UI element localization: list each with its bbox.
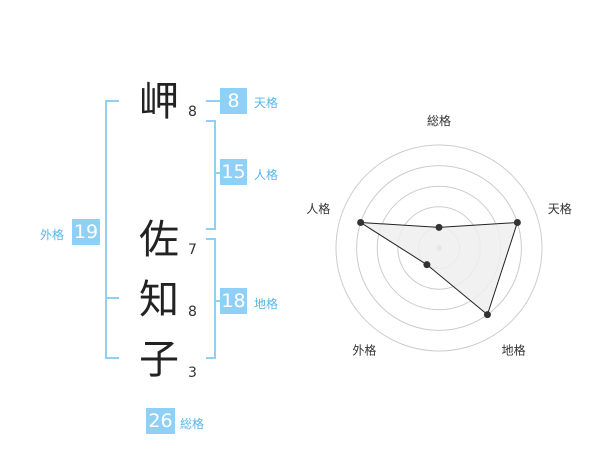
radar-point-2 — [513, 219, 521, 227]
jinkaku-bracket-vertical — [214, 120, 216, 230]
radar-series-polygon — [360, 221, 519, 316]
chikaku-bracket-bottom — [206, 357, 216, 359]
chikaku-value: 18 — [220, 288, 247, 314]
radar-point-5 — [357, 219, 365, 227]
kanji-surname-1: 岬 — [139, 79, 179, 125]
chikaku-bracket-top — [206, 238, 216, 240]
radar-point-3 — [483, 311, 491, 319]
kanji-given-2: 知 — [139, 277, 179, 323]
radar-axis-label: 天格 — [548, 201, 572, 216]
stroke-count-surname-1: 8 — [188, 104, 197, 120]
radar-grid-ring — [356, 165, 522, 331]
gaikaku-label: 外格 — [40, 228, 65, 242]
radar-axis-label: 外格 — [352, 343, 376, 358]
tenkaku-connector — [206, 100, 220, 102]
radar-point-4 — [423, 261, 431, 269]
stroke-count-given-2: 8 — [188, 304, 197, 320]
jinkaku-bracket-bottom — [206, 228, 216, 230]
gaikaku-value: 19 — [72, 219, 100, 245]
kanji-given-3: 子 — [139, 337, 179, 383]
chikaku-label: 地格 — [254, 297, 279, 311]
gaikaku-bracket-top — [105, 100, 119, 102]
jinkaku-value: 15 — [220, 159, 247, 185]
radar-axis-label: 地格 — [502, 343, 526, 358]
gaikaku-bracket-bottom — [105, 357, 119, 359]
gaikaku-bracket-vertical — [105, 100, 107, 359]
radar-axis-label: 人格 — [306, 201, 330, 216]
kanji-given-1: 佐 — [139, 217, 179, 263]
gaikaku-bracket-mid — [105, 297, 119, 299]
tenkaku-value: 8 — [220, 88, 247, 114]
jinkaku-connector — [214, 172, 220, 174]
radar-axis-label: 総格 — [427, 113, 451, 128]
soukaku-label: 総格 — [180, 417, 205, 431]
chikaku-bracket-vertical — [214, 238, 216, 359]
chikaku-connector — [214, 300, 220, 302]
stroke-count-given-3: 3 — [188, 365, 197, 381]
jinkaku-label: 人格 — [254, 168, 279, 182]
tenkaku-label: 天格 — [254, 96, 279, 110]
jinkaku-bracket-top — [206, 120, 216, 122]
stroke-count-given-1: 7 — [188, 242, 197, 258]
radar-point-1 — [435, 223, 443, 231]
radar-grid-ring — [335, 144, 543, 352]
soukaku-value: 26 — [146, 408, 175, 434]
